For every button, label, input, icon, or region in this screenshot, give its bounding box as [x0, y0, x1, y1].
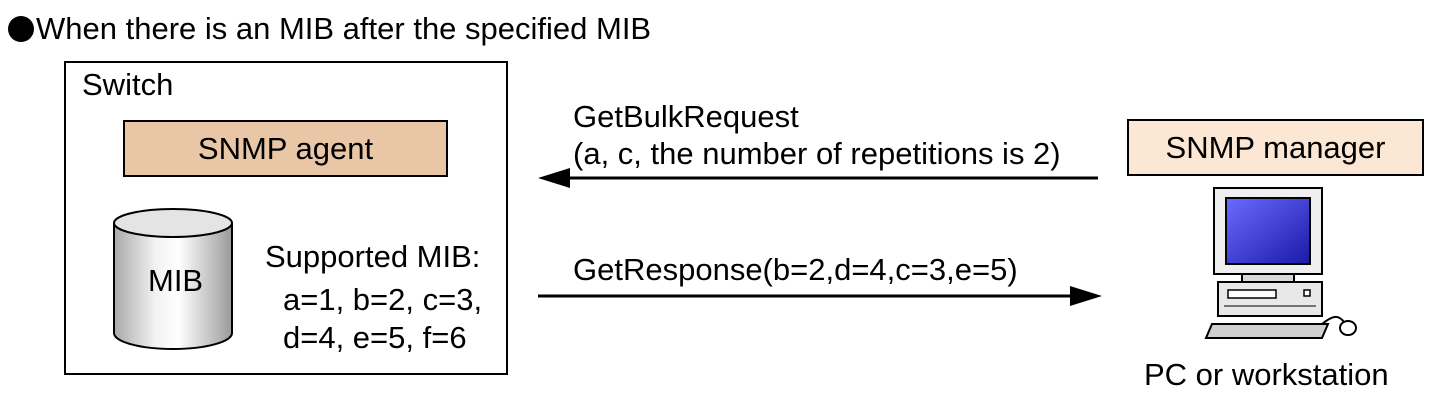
request-arrow [538, 168, 1098, 188]
request-detail-label: (a, c, the number of repetitions is 2) [573, 136, 1061, 171]
response-arrow [538, 286, 1102, 306]
computer-icon [1204, 187, 1357, 339]
heading-text: When there is an MIB after the specified… [36, 11, 652, 46]
request-label: GetBulkRequest [573, 99, 799, 134]
diagram-heading: When there is an MIB after the specified… [8, 13, 651, 44]
bullet-icon [8, 16, 34, 42]
snmp-agent-label: SNMP agent [197, 131, 374, 166]
supported-mib-title: Supported MIB: [265, 239, 481, 274]
pc-label: PC or workstation [1144, 357, 1389, 392]
switch-label: Switch [82, 67, 174, 102]
switch-box [64, 61, 508, 375]
response-label: GetResponse(b=2,d=4,c=3,e=5) [573, 252, 1018, 287]
snmp-manager-label: SNMP manager [1165, 130, 1386, 165]
mib-label: MIB [148, 263, 204, 298]
supported-mib-values-line2: d=4, e=5, f=6 [283, 320, 467, 355]
snmp-manager-box: SNMP manager [1127, 119, 1424, 176]
snmp-agent-box: SNMP agent [123, 120, 448, 177]
supported-mib-values-line1: a=1, b=2, c=3, [283, 282, 483, 317]
database-cylinder-icon [113, 208, 233, 350]
